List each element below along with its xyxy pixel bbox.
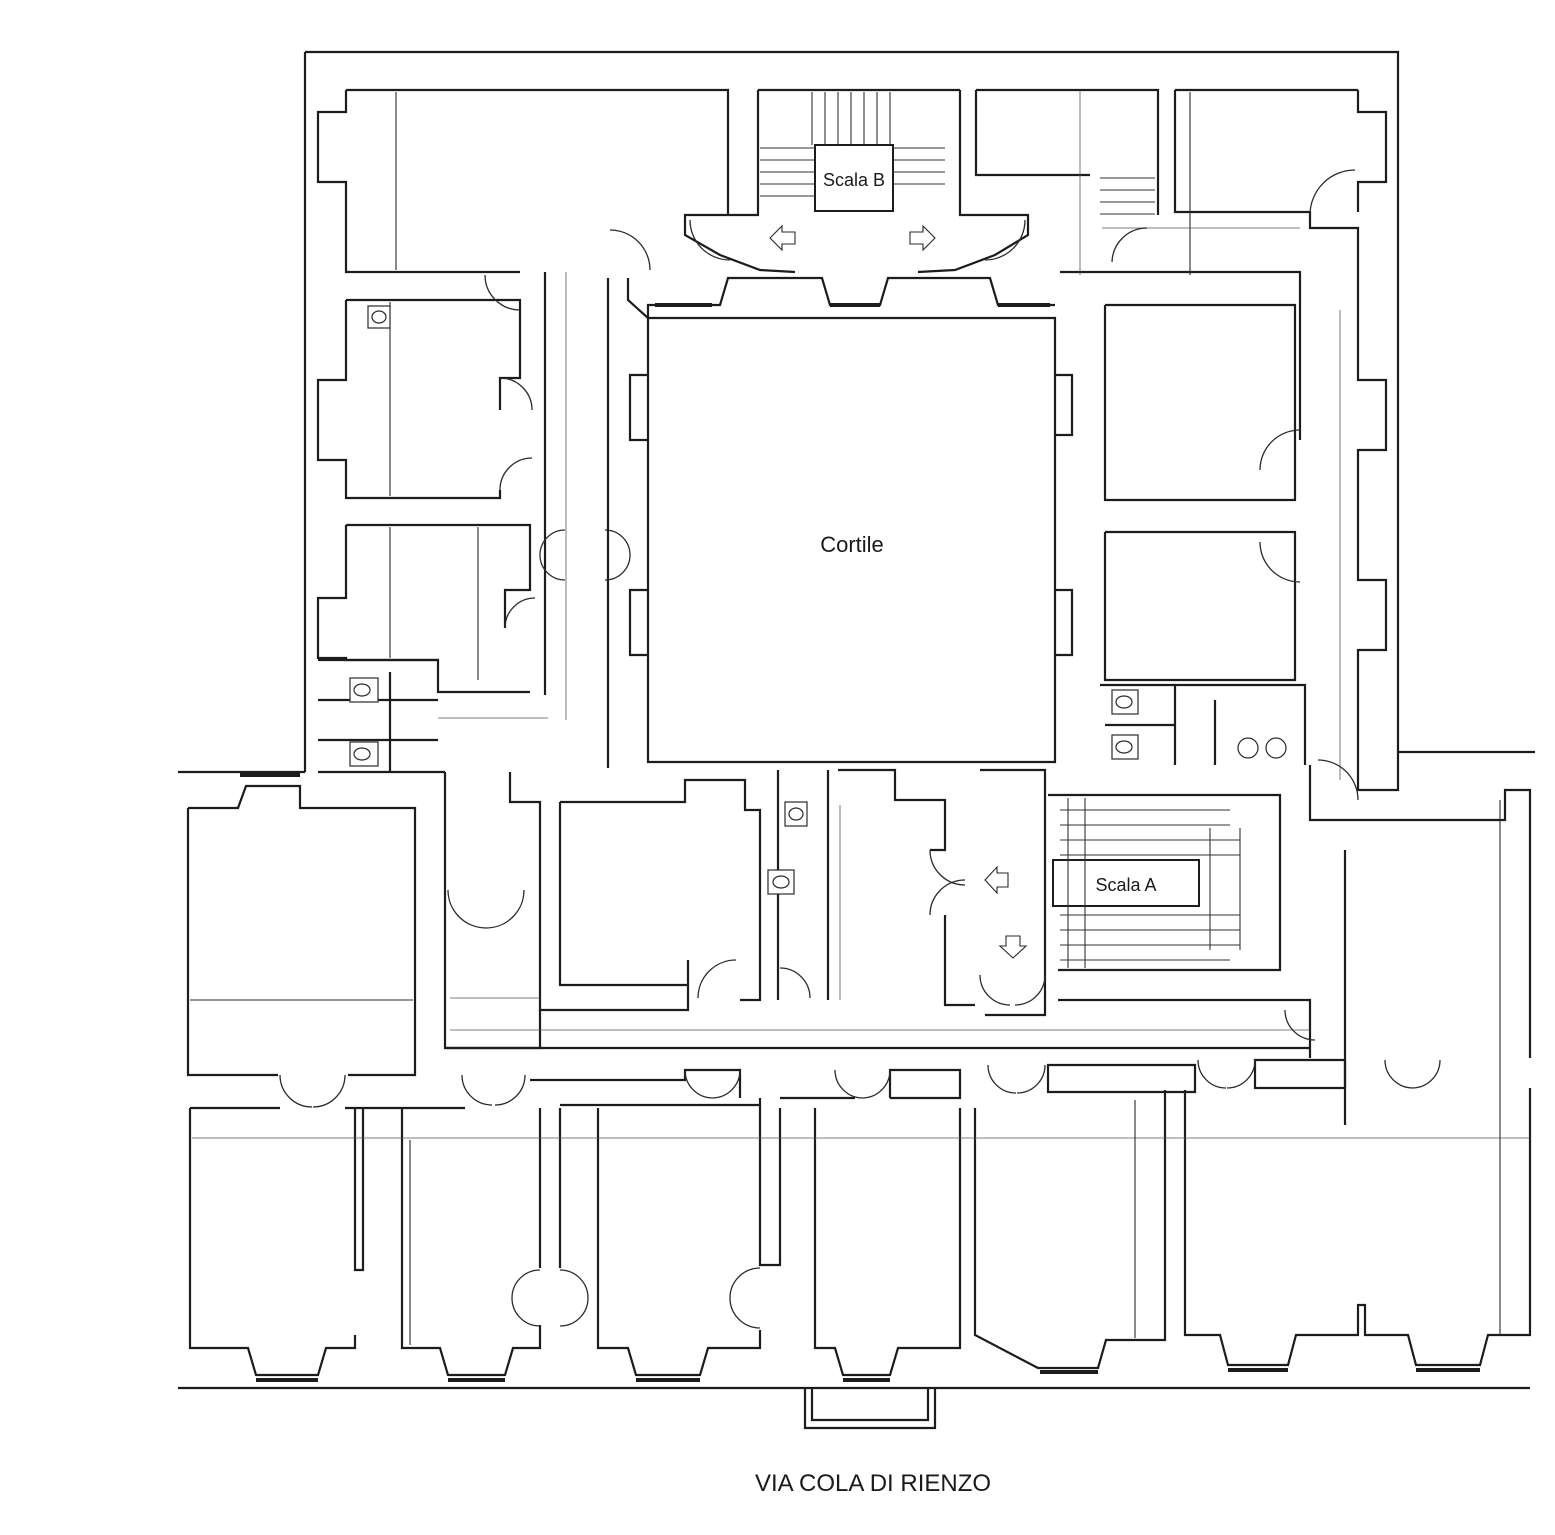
courtyard-label: Cortile [820,532,884,557]
south-rooms [188,800,1532,1377]
door-swing-icon [609,229,651,271]
arrow-right-icon [909,224,936,252]
door-swing-icon [929,849,966,916]
door-swing-icon [1111,227,1148,263]
stair-b-steps [760,92,1155,215]
outer-walls-upper [303,50,1400,772]
door-swings [279,169,1441,1329]
door-swing-icon [834,1069,891,1099]
door-swing-icon [689,219,1026,261]
door-swing-icon [279,1074,346,1108]
door-swing-icon [1309,169,1356,216]
east-rooms [974,90,1400,792]
toilet-icon [784,801,808,827]
arrow-down-icon [998,935,1028,959]
toilet-icon [349,741,379,767]
door-swing-icon [447,889,525,929]
sanitary-fixtures [349,305,1287,895]
courtyard: Cortile [628,276,1074,764]
stair-b-block: Scala B [683,88,1155,274]
toilet-icon [1111,689,1139,715]
stair-a-label-box [1052,859,1200,907]
stair-a-label: Scala A [1095,875,1156,895]
door-swing-icon [461,1074,526,1106]
door-swing-icon [979,974,1046,1006]
door-swing-icon [1259,541,1301,583]
door-swing-icon [499,457,533,491]
door-swing-icon [484,274,521,311]
toilet-icon [1111,734,1139,760]
door-swing-icon [511,1269,589,1327]
toilet-icon [1237,737,1287,759]
door-swing-icon [1284,1009,1316,1041]
door-swing-icon [1384,1059,1441,1089]
arrow-left-icon [984,865,1009,895]
toilet-icon [767,869,795,895]
stair-b-label: Scala B [823,170,885,190]
toilet-icon [349,677,379,703]
west-rooms [316,92,649,774]
street-front [178,1368,1530,1430]
door-swing-icon [684,1069,741,1099]
door-swing-icon [1317,759,1359,801]
door-swing-icon [1259,429,1301,471]
stair-a-block: Scala A [984,798,1241,968]
stair-a-steps [1060,798,1241,968]
door-swing-icon [499,377,533,411]
door-swing-icon [987,1064,1046,1094]
arrow-left-icon [769,224,796,252]
door-swing-icon [1197,1059,1256,1089]
southwest-wing [186,773,417,1077]
door-swing-icon [697,959,737,999]
door-swing-icon [504,597,536,629]
door-swing-icon [779,967,811,999]
street-name-label: VIA COLA DI RIENZO [755,1470,991,1497]
stair-b-label-box [814,144,894,212]
door-swing-icon [539,529,631,581]
door-swing-icon [729,1267,761,1329]
toilet-icon [367,305,391,329]
